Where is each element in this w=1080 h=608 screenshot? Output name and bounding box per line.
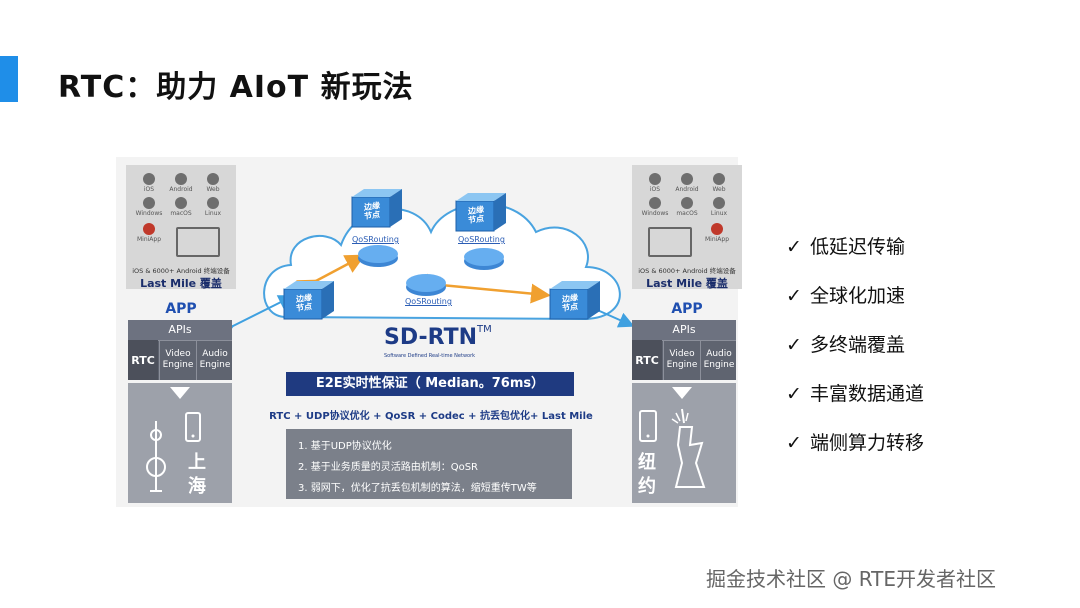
router-disc [464, 248, 504, 270]
miniapp-icon [711, 223, 723, 235]
edge-node-cube [351, 189, 402, 228]
note-item: 3. 弱网下，优化了抗丢包机制的算法，缩短重传TW等 [298, 483, 537, 494]
shanghai-skyline-icon [146, 387, 201, 492]
device-panel-right: iOS Android Web Windows macOS Linux Mini… [632, 165, 742, 290]
os-ios: iOS [640, 173, 670, 193]
feature-item: ✓端侧算力转移 [786, 432, 925, 454]
edge-node-cube [455, 193, 506, 232]
device-panel-left: iOS Android Web Windows macOS Linux Mini… [126, 165, 236, 290]
edge-node-label: 边缘节点 [562, 292, 578, 314]
check-icon: ✓ [786, 285, 802, 307]
windows-icon [649, 197, 661, 209]
rtc-module: RTC [632, 340, 662, 380]
feature-item: ✓丰富数据通道 [786, 383, 925, 405]
feature-item: ✓低延迟传输 [786, 236, 906, 258]
monitor-icon [176, 227, 220, 257]
qos-routing-label: QoSRouting [352, 235, 399, 244]
os-windows: Windows [134, 197, 164, 217]
check-icon: ✓ [786, 432, 802, 454]
city-panel-shanghai: 上海 [128, 383, 232, 503]
note-item: 2. 基于业务质量的灵活路由机制：QoSR [298, 462, 479, 473]
sdrtn-title: SD-RTNTM [384, 323, 492, 350]
device-note: iOS & 6000+ Android 终端设备 [132, 267, 230, 275]
web-icon [207, 173, 219, 185]
os-android: Android [672, 173, 702, 193]
os-android: Android [166, 173, 196, 193]
last-mile-label: Last Mile 覆盖 [646, 277, 728, 290]
notes-box: 1. 基于UDP协议优化 2. 基于业务质量的灵活路由机制：QoSR 3. 弱网… [286, 429, 572, 499]
rtc-module: RTC [128, 340, 158, 380]
os-linux: Linux [704, 197, 734, 217]
link-left [216, 295, 295, 340]
qos-routing-label: QoSRouting [405, 297, 452, 306]
apple-icon [175, 197, 187, 209]
check-icon: ✓ [786, 236, 802, 258]
tech-formula: RTC + UDP协议优化 + QoSR + Codec + 抗丢包优化+ La… [269, 411, 593, 422]
feature-item: ✓全球化加速 [786, 285, 906, 307]
apis-layer: APIs [632, 320, 736, 341]
windows-icon [143, 197, 155, 209]
android-icon [175, 173, 187, 185]
sdrtn-subtitle: Software Defined Real-time Network [384, 353, 476, 359]
last-mile-label: Last Mile 覆盖 [140, 277, 222, 290]
web-icon [713, 173, 725, 185]
architecture-diagram: 边缘节点 边缘节点 边缘节点 边缘节点 QoSRouting QoSRoutin… [116, 157, 742, 507]
os-macos: macOS [166, 197, 196, 217]
qos-routing-label: QoSRouting [458, 235, 505, 244]
route-right [425, 273, 551, 304]
os-macos: macOS [672, 197, 702, 217]
miniapp-icon [143, 223, 155, 235]
linux-icon [207, 197, 219, 209]
os-linux: Linux [198, 197, 228, 217]
linux-icon [713, 197, 725, 209]
os-web: Web [198, 173, 228, 193]
router-disc [406, 274, 446, 296]
city-name-newyork: 纽约 [638, 452, 656, 497]
feature-item: ✓多终端覆盖 [786, 334, 906, 356]
apple-icon [649, 173, 661, 185]
app-label-right: APP [671, 301, 703, 317]
check-icon: ✓ [786, 334, 802, 356]
edge-node-cube [283, 281, 334, 320]
network-cloud-svg [216, 189, 635, 340]
os-ios: iOS [134, 173, 164, 193]
slide-title: RTC：助力 AIoT 新玩法 [58, 70, 414, 105]
e2e-banner: E2E实时性保证（ Median。76ms） [286, 372, 574, 396]
os-windows: Windows [640, 197, 670, 217]
os-web: Web [704, 173, 734, 193]
edge-node-label: 边缘节点 [364, 200, 380, 222]
edge-node-cube [549, 281, 600, 320]
apple-icon [143, 173, 155, 185]
city-name-shanghai: 上海 [188, 452, 206, 497]
monitor-icon [648, 227, 692, 257]
os-miniapp: MiniApp [702, 223, 732, 243]
android-icon [681, 173, 693, 185]
router-disc [358, 245, 398, 267]
app-label-left: APP [165, 301, 197, 317]
statue-of-liberty-icon [639, 387, 706, 488]
watermark: 掘金技术社区 @ RTE开发者社区 [706, 567, 997, 591]
route-left [296, 254, 366, 298]
check-icon: ✓ [786, 383, 802, 405]
apple-icon [681, 197, 693, 209]
apis-layer: APIs [128, 320, 232, 341]
os-miniapp: MiniApp [134, 223, 164, 243]
note-item: 1. 基于UDP协议优化 [298, 441, 392, 452]
city-panel-newyork: 纽约 [632, 383, 736, 503]
edge-node-label: 边缘节点 [468, 204, 484, 226]
title-accent-bar [0, 56, 18, 102]
edge-node-label: 边缘节点 [296, 292, 312, 314]
device-note: iOS & 6000+ Android 终端设备 [638, 267, 736, 275]
